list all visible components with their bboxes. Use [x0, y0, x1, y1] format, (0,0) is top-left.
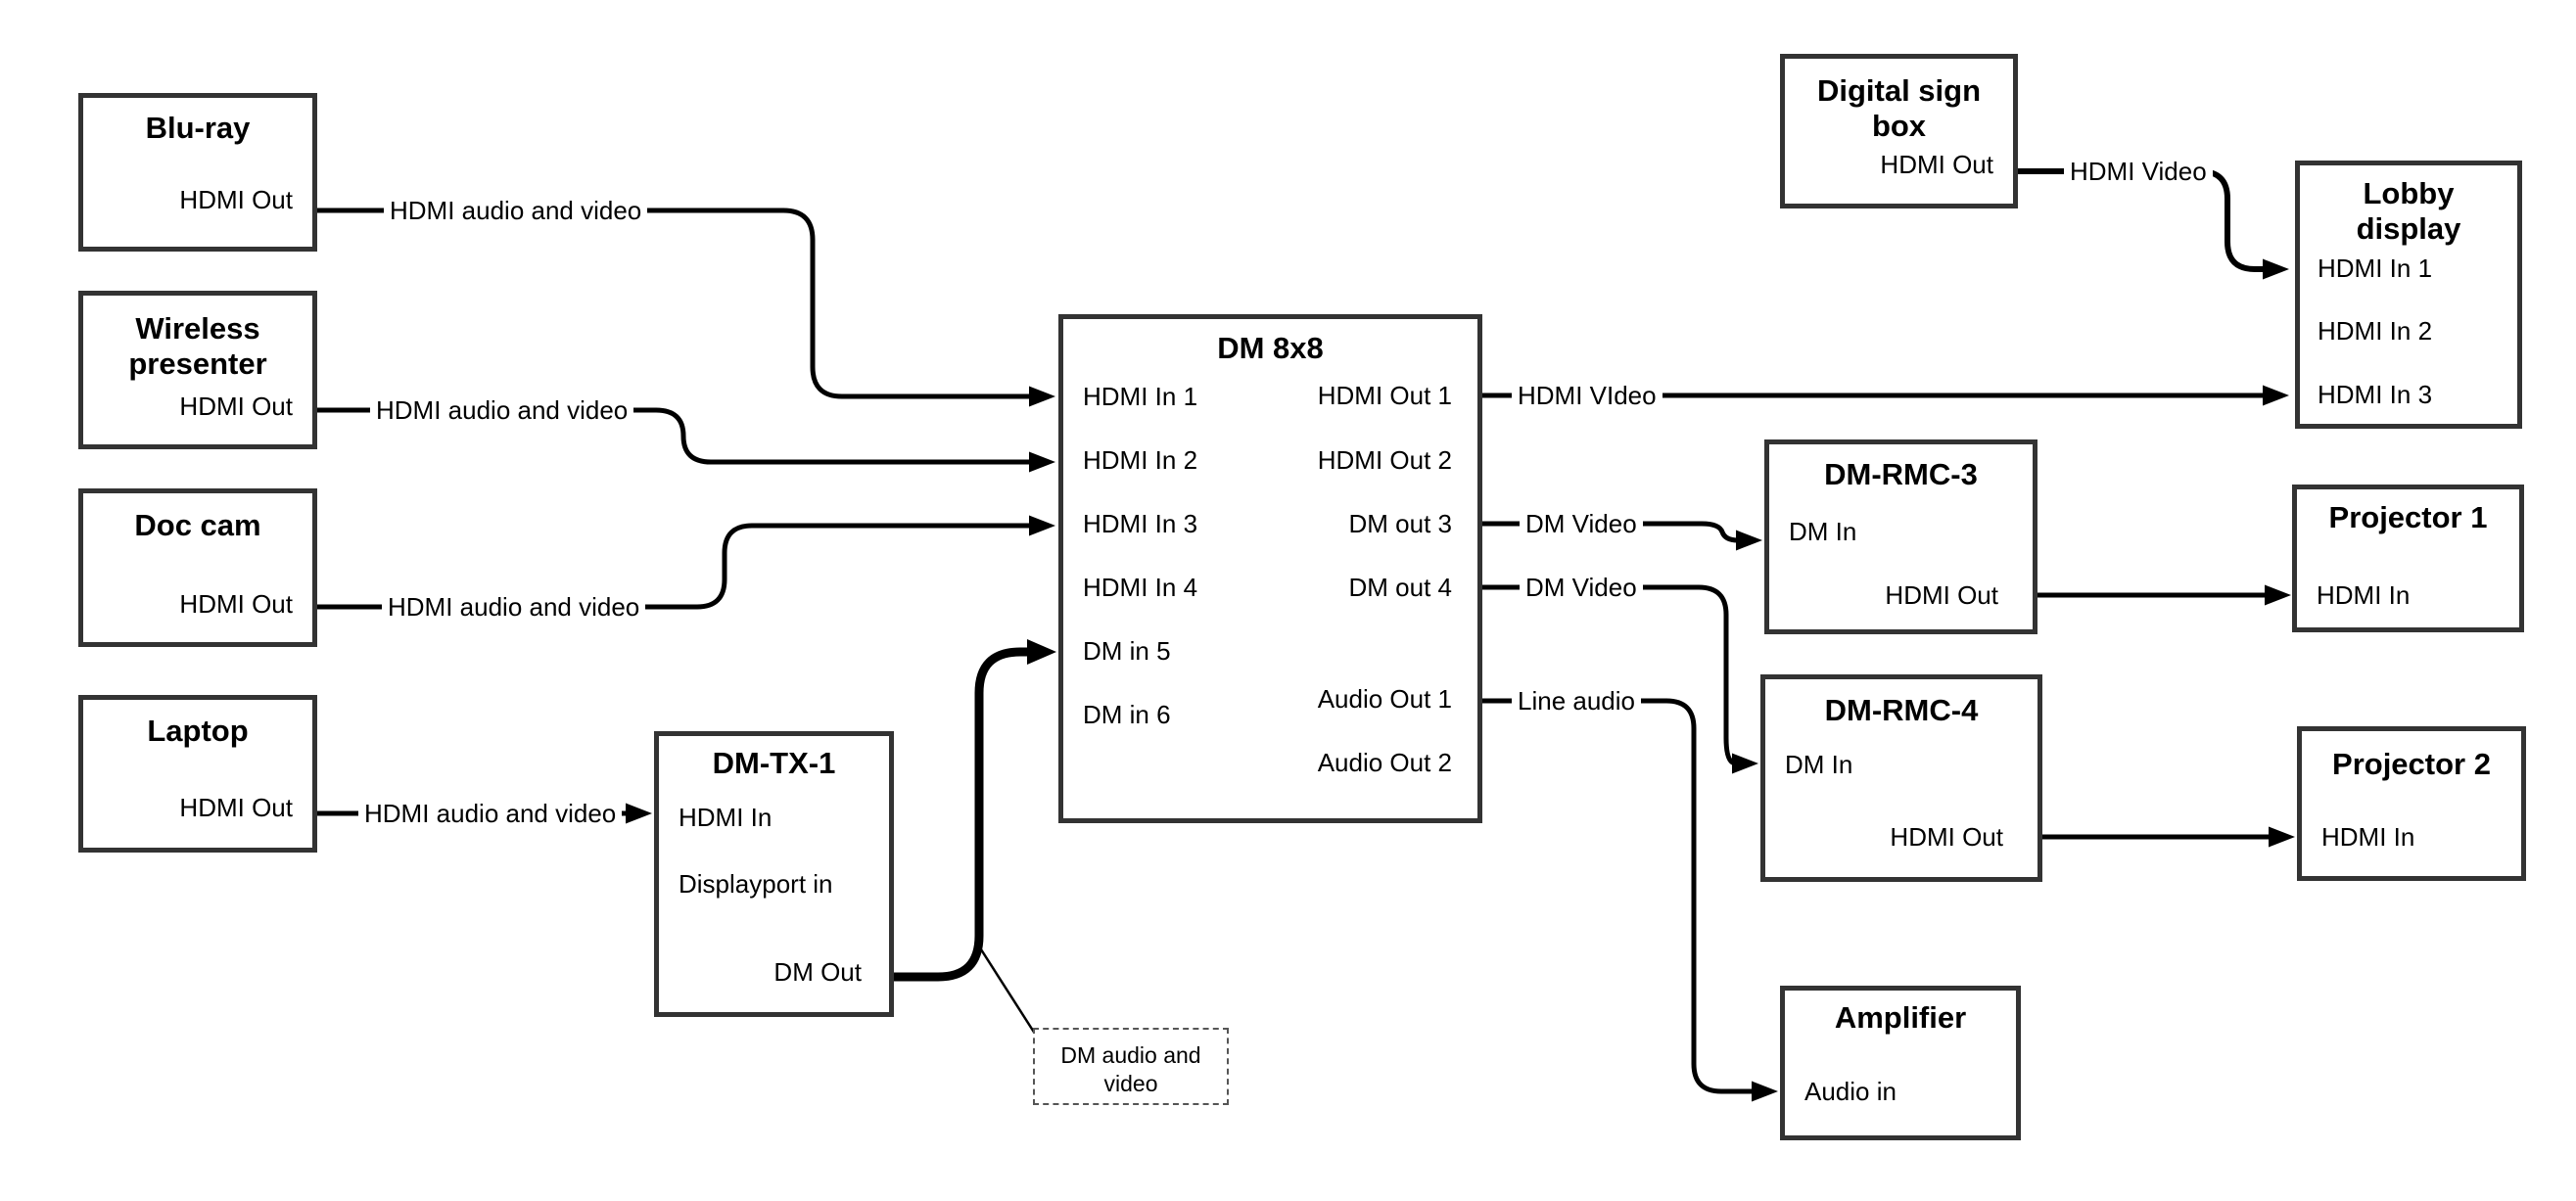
- port-label-dm-in-5: DM in 5: [1083, 636, 1171, 666]
- port-label-dm-in: DM In: [1785, 750, 1853, 779]
- device-box-amplifier: Amplifier Audio in: [1780, 986, 2021, 1140]
- port-label-hdmi-out: HDMI Out: [179, 793, 293, 822]
- device-box-lobby-display: Lobby display HDMI In 1 HDMI In 2 HDMI I…: [2295, 161, 2522, 429]
- port-label-hdmi-in-4: HDMI In 4: [1083, 573, 1198, 602]
- port-label-hdmi-out: HDMI Out: [179, 589, 293, 619]
- arrowhead-icon: [1732, 753, 1758, 774]
- port-label-hdmi-in: HDMI In: [679, 803, 773, 832]
- port-label-hdmi-out: HDMI Out: [179, 185, 293, 214]
- port-label-hdmi-out: HDMI Out: [179, 392, 293, 421]
- box-title: DM-RMC-4: [1824, 693, 1979, 727]
- device-box-laptop: Laptop HDMI Out: [78, 695, 317, 853]
- connection-label-wireless: HDMI audio and video: [370, 395, 634, 425]
- arrowhead-icon: [2263, 258, 2289, 280]
- port-label-audio-in: Audio in: [1804, 1077, 1897, 1106]
- port-label-hdmi-out-1: HDMI Out 1: [1317, 381, 1452, 410]
- connector-bluray-to-dm8x8: [317, 208, 1034, 399]
- device-box-dm-tx-1: DM-TX-1 HDMI In Displayport in DM Out: [654, 731, 894, 1017]
- device-box-projector-1: Projector 1 HDMI In: [2292, 485, 2524, 632]
- box-title: Lobby display: [2356, 176, 2461, 246]
- arrowhead-icon: [2263, 385, 2289, 406]
- arrowhead-icon: [626, 803, 652, 824]
- port-label-dm-out-3: DM out 3: [1348, 509, 1453, 538]
- box-title: Blu-ray: [145, 111, 251, 145]
- arrowhead-icon: [2265, 584, 2291, 606]
- box-title: Wireless presenter: [128, 311, 267, 381]
- port-label-hdmi-in-2: HDMI In 2: [2318, 316, 2433, 346]
- port-label-audio-out-1: Audio Out 1: [1317, 684, 1452, 714]
- port-label-audio-out-2: Audio Out 2: [1317, 748, 1452, 777]
- connector-dmtx1-to-dm8x8: [892, 647, 1032, 982]
- connector-wireless-to-dm8x8: [317, 407, 1034, 465]
- device-box-doc-cam: Doc cam HDMI Out: [78, 488, 317, 647]
- arrowhead-icon: [1029, 515, 1055, 536]
- arrowhead-icon: [1029, 386, 1055, 407]
- box-title: Amplifier: [1834, 1000, 1967, 1035]
- port-label-hdmi-in: HDMI In: [2317, 580, 2411, 610]
- connection-label-hdmi-video-out1: HDMI VIdeo: [1512, 381, 1663, 410]
- connection-label-bluray: HDMI audio and video: [384, 196, 648, 225]
- box-title: Projector 1: [2328, 500, 2488, 534]
- box-title: DM-TX-1: [712, 746, 836, 780]
- connection-label-dm-video-out4: DM Video: [1520, 573, 1643, 602]
- connection-label-laptop: HDMI audio and video: [358, 799, 623, 828]
- box-title: Projector 2: [2332, 747, 2491, 781]
- port-label-dm-in: DM In: [1789, 517, 1857, 546]
- box-title: Laptop: [147, 714, 249, 748]
- connector-dm8x8-audio1-to-amplifier: [1482, 698, 1755, 1094]
- device-box-dm-rmc-4: DM-RMC-4 DM In HDMI Out: [1760, 674, 2042, 882]
- port-label-hdmi-in-3: HDMI In 3: [2318, 380, 2433, 409]
- arrowhead-icon: [1736, 530, 1762, 551]
- note-leader-line: [979, 948, 1037, 1035]
- arrowhead-icon: [1752, 1081, 1778, 1102]
- connection-label-line-audio: Line audio: [1512, 686, 1641, 716]
- arrowhead-icon: [1029, 451, 1055, 473]
- port-label-hdmi-in-1: HDMI In 1: [2318, 254, 2433, 283]
- annotation-note-dm-audio-video: DM audio and video: [1033, 1028, 1229, 1105]
- device-box-projector-2: Projector 2 HDMI In: [2297, 726, 2526, 881]
- arrowhead-icon: [2269, 826, 2295, 848]
- port-label-hdmi-in-3: HDMI In 3: [1083, 509, 1198, 538]
- connection-label-doccam: HDMI audio and video: [382, 592, 646, 622]
- port-label-hdmi-out-2: HDMI Out 2: [1317, 445, 1452, 475]
- arrowhead-icon: [1027, 639, 1056, 665]
- port-label-hdmi-out: HDMI Out: [1885, 580, 1998, 610]
- port-label-dm-in-6: DM in 6: [1083, 700, 1171, 729]
- device-box-blu-ray: Blu-ray HDMI Out: [78, 93, 317, 252]
- device-box-dm-rmc-3: DM-RMC-3 DM In HDMI Out: [1764, 439, 2037, 634]
- port-label-hdmi-in: HDMI In: [2321, 822, 2415, 852]
- port-label-displayport-in: Displayport in: [679, 869, 833, 899]
- connection-label-dm-video-out3: DM Video: [1520, 509, 1643, 538]
- box-title: Doc cam: [134, 508, 261, 542]
- connector-digitalsign-to-lobby: [2018, 168, 2268, 272]
- connection-label-digitalsign: HDMI Video: [2064, 157, 2213, 186]
- port-label-hdmi-in-2: HDMI In 2: [1083, 445, 1198, 475]
- port-label-dm-out: DM Out: [773, 957, 862, 987]
- port-label-hdmi-out: HDMI Out: [1880, 150, 1993, 179]
- port-label-hdmi-in-1: HDMI In 1: [1083, 382, 1198, 411]
- connector-dm8x8-out4-to-rmc4: [1482, 584, 1737, 766]
- port-label-hdmi-out: HDMI Out: [1890, 822, 2003, 852]
- port-label-dm-out-4: DM out 4: [1348, 573, 1453, 602]
- box-title: DM-RMC-3: [1824, 457, 1978, 491]
- device-box-digital-sign-box: Digital sign box HDMI Out: [1780, 54, 2018, 208]
- box-title: DM 8x8: [1217, 331, 1324, 365]
- connector-dm8x8-out3-to-rmc3: [1482, 521, 1741, 543]
- device-box-wireless-presenter: Wireless presenter HDMI Out: [78, 291, 317, 449]
- device-box-dm-8x8: DM 8x8 HDMI In 1 HDMI In 2 HDMI In 3 HDM…: [1058, 314, 1482, 823]
- connector-doccam-to-dm8x8: [317, 523, 1034, 610]
- box-title: Digital sign box: [1816, 73, 1982, 143]
